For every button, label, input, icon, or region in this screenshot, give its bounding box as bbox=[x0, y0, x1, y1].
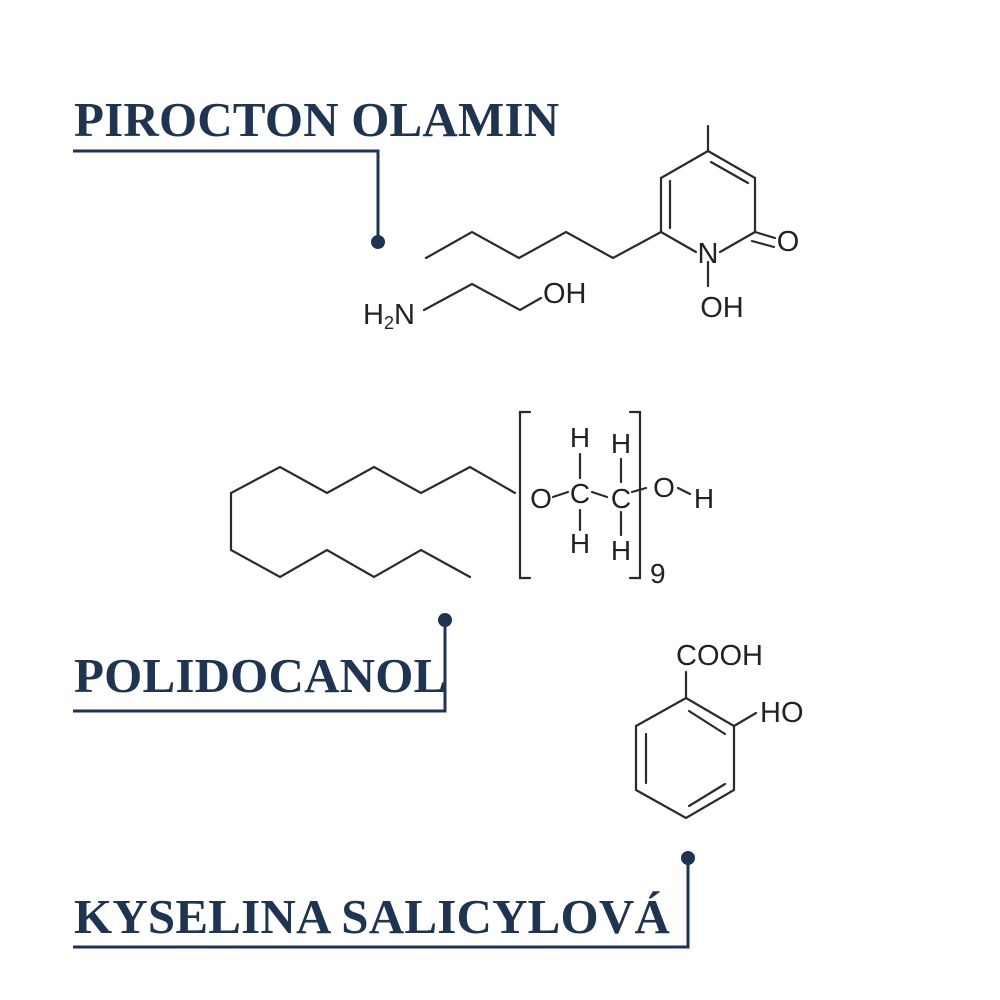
left-bracket bbox=[518, 410, 532, 580]
carbonyl-bond bbox=[753, 230, 777, 240]
hydrogen-bottom-2-label: H bbox=[611, 535, 631, 566]
polidocanol-structure bbox=[229, 410, 692, 580]
right-bracket bbox=[628, 410, 642, 580]
connector-dot bbox=[371, 235, 385, 249]
aromatic-inner-bond bbox=[687, 782, 727, 808]
piroctone-olamine-title: PIROCTON OLAMIN bbox=[74, 92, 560, 147]
ring-bond bbox=[659, 149, 710, 180]
salicylic-acid-title: KYSELINA SALICYLOVÁ bbox=[74, 889, 671, 944]
n-hydroxyl-label: OH bbox=[700, 292, 744, 324]
callout-salicylic bbox=[73, 851, 695, 949]
hydrogen-bottom-1-label: H bbox=[570, 528, 590, 559]
connector-line bbox=[73, 620, 447, 713]
hydroxyl-bond bbox=[732, 711, 758, 728]
hydrogen-top-1-label: H bbox=[570, 422, 590, 453]
salicylic-structure bbox=[634, 670, 758, 820]
o-h-bond bbox=[676, 486, 692, 496]
carboxyl-label: COOH bbox=[676, 640, 763, 672]
dodecyl-chain bbox=[229, 465, 517, 579]
carbon-2-label: C bbox=[611, 483, 631, 514]
amine-h: H bbox=[363, 299, 384, 331]
repeat-count-label: 9 bbox=[650, 558, 666, 589]
c-c-bond bbox=[590, 490, 609, 499]
amine-n: N bbox=[394, 299, 415, 331]
piroctone-atom-labels: O N OH H2N OH bbox=[363, 226, 799, 333]
ethanolamine-chain bbox=[422, 282, 543, 312]
benzene-ring bbox=[634, 696, 736, 820]
ring-nitrogen-label: N bbox=[698, 238, 719, 270]
terminal-hydrogen-label: H bbox=[694, 483, 714, 514]
salicylic-atom-labels: COOH HO bbox=[676, 640, 804, 729]
ethanol-hydroxyl-label: OH bbox=[543, 278, 587, 310]
ether-oxygen-label: O bbox=[530, 483, 552, 514]
piroctone-structure bbox=[422, 124, 777, 312]
ring-bond bbox=[706, 149, 757, 180]
pentyl-chain bbox=[424, 230, 663, 260]
carbonyl-oxygen-label: O bbox=[777, 226, 800, 258]
amine-subscript: 2 bbox=[384, 313, 394, 333]
amine-label: H2N bbox=[363, 299, 415, 333]
ring-bond bbox=[659, 230, 698, 254]
phenol-hydroxyl-label: HO bbox=[760, 697, 804, 729]
connector-line bbox=[73, 149, 380, 242]
callout-piroctone bbox=[73, 149, 385, 249]
hydrogen-top-2-label: H bbox=[611, 428, 631, 459]
connector-dot bbox=[681, 851, 695, 865]
c-o-bond bbox=[630, 486, 648, 494]
polidocanol-title: POLIDOCANOL bbox=[74, 648, 447, 703]
connector-line bbox=[73, 858, 690, 949]
ring-bond bbox=[718, 230, 757, 254]
connector-dot bbox=[438, 613, 452, 627]
carbonyl-double-bond bbox=[750, 239, 776, 249]
terminal-oxygen-label: O bbox=[653, 472, 675, 503]
carbon-1-label: C bbox=[570, 478, 590, 509]
o-c-bond bbox=[551, 490, 570, 499]
polidocanol-atom-labels: O C C O H H H H H 9 bbox=[530, 422, 714, 589]
aromatic-inner-bond bbox=[687, 709, 727, 736]
ring-double-bond bbox=[709, 160, 750, 185]
callout-polidocanol bbox=[73, 613, 452, 713]
